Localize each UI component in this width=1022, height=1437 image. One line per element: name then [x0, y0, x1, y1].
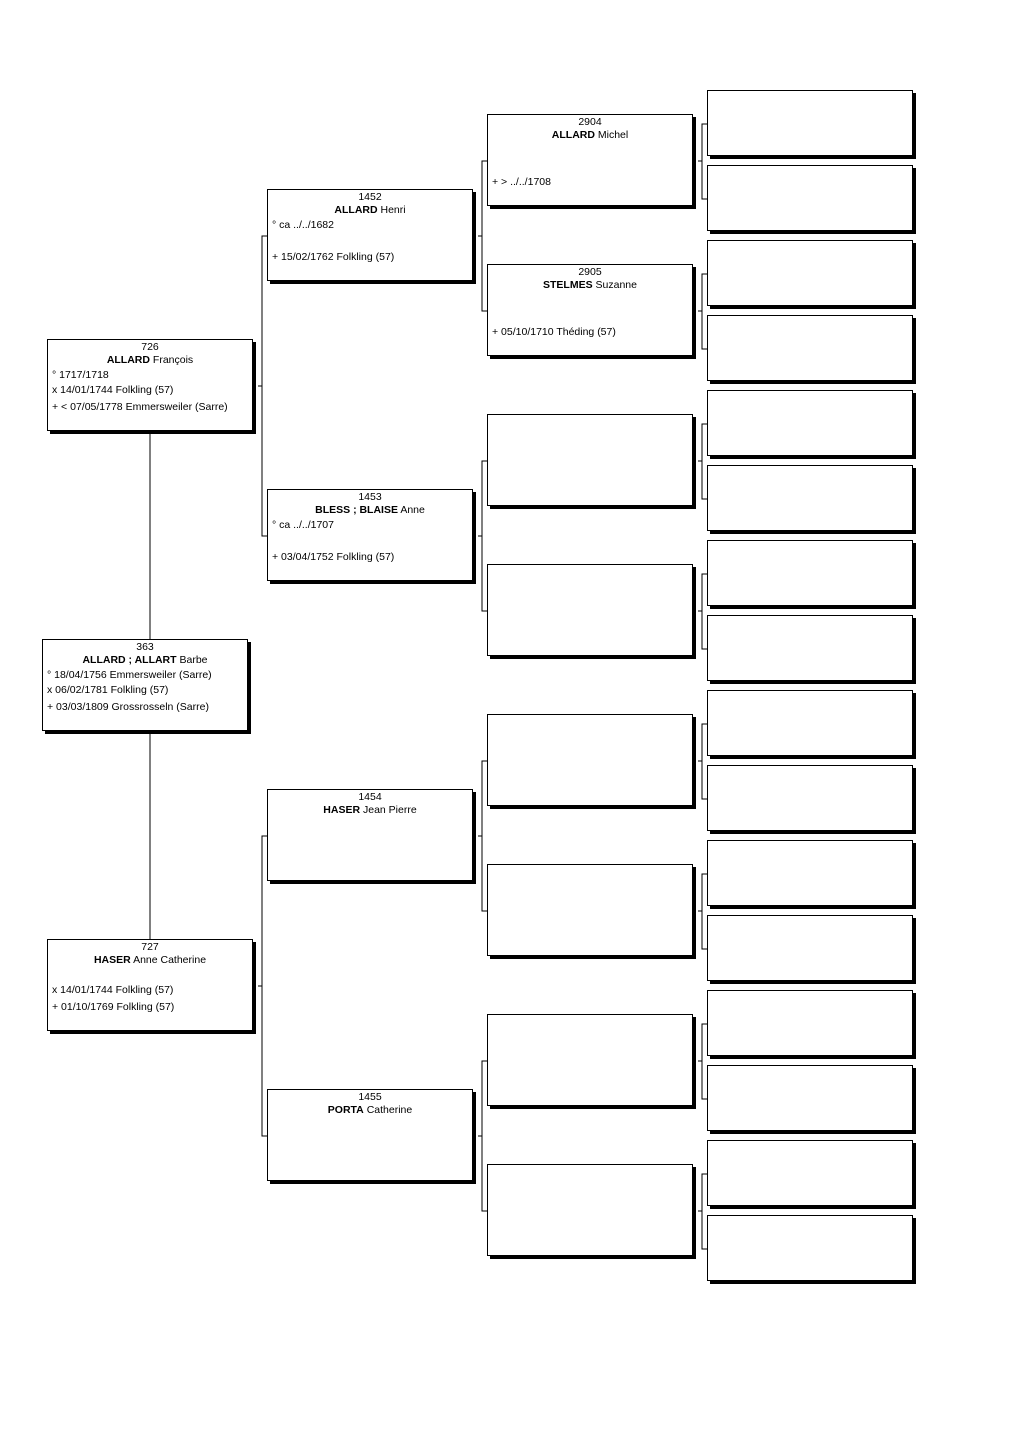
sosa-number: 1452	[358, 191, 382, 203]
person-name: PORTA Catherine	[268, 1104, 472, 1117]
surname: PORTA	[327, 1103, 364, 1116]
connector-line	[701, 1173, 707, 1250]
surname: ALLARD	[334, 203, 378, 216]
death-line: + < 07/05/1778 Emmersweiler (Sarre)	[52, 401, 228, 413]
connector-line	[481, 1060, 487, 1212]
person-box-363[interactable]: 363 ALLARD ; ALLART Barbe ° 18/04/1756 E…	[42, 639, 248, 731]
person-name: HASER Anne Catherine	[48, 954, 252, 967]
empty-person-box[interactable]	[707, 1140, 913, 1206]
connector-line	[701, 273, 707, 350]
empty-person-box[interactable]	[487, 1164, 693, 1256]
connector-line	[481, 160, 487, 312]
sosa-number: 727	[141, 941, 159, 953]
person-box-1453[interactable]: 1453 BLESS ; BLAISE Anne ° ca ../../1707…	[267, 489, 473, 581]
empty-person-box[interactable]	[707, 465, 913, 531]
birth-line: ° 18/04/1756 Emmersweiler (Sarre)	[47, 669, 212, 681]
given-name: Anne Catherine	[133, 953, 207, 966]
marriage-line: x 14/01/1744 Folkling (57)	[52, 384, 174, 396]
sosa-number: 363	[136, 641, 154, 653]
person-name: ALLARD Michel	[488, 129, 692, 142]
sosa-number: 2904	[578, 116, 602, 128]
given-name: Catherine	[366, 1103, 413, 1116]
sosa-number: 2905	[578, 266, 602, 278]
death-line: + 05/10/1710 Théding (57)	[492, 326, 616, 338]
surname: ALLARD ; ALLART	[82, 653, 177, 666]
surname: ALLARD	[551, 128, 595, 141]
person-box-1454[interactable]: 1454 HASER Jean Pierre	[267, 789, 473, 881]
empty-person-box[interactable]	[707, 990, 913, 1056]
person-box-2905[interactable]: 2905 STELMES Suzanne + 05/10/1710 Thédin…	[487, 264, 693, 356]
sosa-number: 726	[141, 341, 159, 353]
given-name: Suzanne	[595, 278, 637, 291]
person-name: ALLARD Henri	[268, 204, 472, 217]
given-name: Henri	[380, 203, 406, 216]
empty-person-box[interactable]	[707, 90, 913, 156]
empty-person-box[interactable]	[707, 1065, 913, 1131]
death-line: + 01/10/1769 Folkling (57)	[52, 1001, 175, 1013]
connector-line	[481, 460, 487, 612]
empty-person-box[interactable]	[707, 840, 913, 906]
person-name: STELMES Suzanne	[488, 279, 692, 292]
surname: STELMES	[543, 278, 593, 291]
person-name: ALLARD François	[48, 354, 252, 367]
birth-line: ° ca ../../1707	[272, 519, 334, 531]
empty-person-box[interactable]	[707, 690, 913, 756]
connector-line	[701, 423, 707, 500]
empty-person-box[interactable]	[707, 1215, 913, 1281]
surname: BLESS ; BLAISE	[315, 503, 398, 516]
empty-person-box[interactable]	[707, 315, 913, 381]
empty-person-box[interactable]	[707, 390, 913, 456]
empty-person-box[interactable]	[487, 864, 693, 956]
surname: ALLARD	[106, 353, 150, 366]
connector-line	[701, 1023, 707, 1100]
connector-line	[261, 835, 267, 1137]
person-box-2904[interactable]: 2904 ALLARD Michel + > ../../1708	[487, 114, 693, 206]
given-name: Barbe	[179, 653, 208, 666]
empty-person-box[interactable]	[707, 240, 913, 306]
given-name: François	[152, 353, 194, 366]
person-box-727[interactable]: 727 HASER Anne Catherine x 14/01/1744 Fo…	[47, 939, 253, 1031]
sosa-number: 1454	[358, 791, 382, 803]
person-box-1452[interactable]: 1452 ALLARD Henri ° ca ../../1682 + 15/0…	[267, 189, 473, 281]
connector-line	[701, 873, 707, 950]
empty-person-box[interactable]	[487, 714, 693, 806]
empty-person-box[interactable]	[487, 414, 693, 506]
person-name: HASER Jean Pierre	[268, 804, 472, 817]
connector-line	[481, 760, 487, 912]
empty-person-box[interactable]	[487, 1014, 693, 1106]
person-box-726[interactable]: 726 ALLARD François ° 1717/1718 x 14/01/…	[47, 339, 253, 431]
given-name: Jean Pierre	[362, 803, 417, 816]
death-line: + 15/02/1762 Folkling (57)	[272, 251, 395, 263]
birth-line: ° ca ../../1682	[272, 219, 334, 231]
birth-line: ° 1717/1718	[52, 369, 109, 381]
empty-person-box[interactable]	[487, 564, 693, 656]
person-name: BLESS ; BLAISE Anne	[268, 504, 472, 517]
empty-person-box[interactable]	[707, 165, 913, 231]
surname: HASER	[323, 803, 361, 816]
sosa-number: 1455	[358, 1091, 382, 1103]
connector-line	[261, 235, 267, 537]
given-name: Michel	[597, 128, 629, 141]
death-line: + 03/04/1752 Folkling (57)	[272, 551, 395, 563]
death-line: + > ../../1708	[492, 176, 551, 188]
empty-person-box[interactable]	[707, 915, 913, 981]
connector-line	[701, 573, 707, 650]
given-name: Anne	[400, 503, 425, 516]
empty-person-box[interactable]	[707, 540, 913, 606]
marriage-line: x 14/01/1744 Folkling (57)	[52, 984, 174, 996]
sosa-number: 1453	[358, 491, 382, 503]
connector-line	[701, 123, 707, 200]
person-name: ALLARD ; ALLART Barbe	[43, 654, 247, 667]
surname: HASER	[93, 953, 131, 966]
marriage-line: x 06/02/1781 Folkling (57)	[47, 684, 169, 696]
empty-person-box[interactable]	[707, 765, 913, 831]
person-box-1455[interactable]: 1455 PORTA Catherine	[267, 1089, 473, 1181]
connector-line	[701, 723, 707, 800]
empty-person-box[interactable]	[707, 615, 913, 681]
death-line: + 03/03/1809 Grossrosseln (Sarre)	[47, 701, 209, 713]
